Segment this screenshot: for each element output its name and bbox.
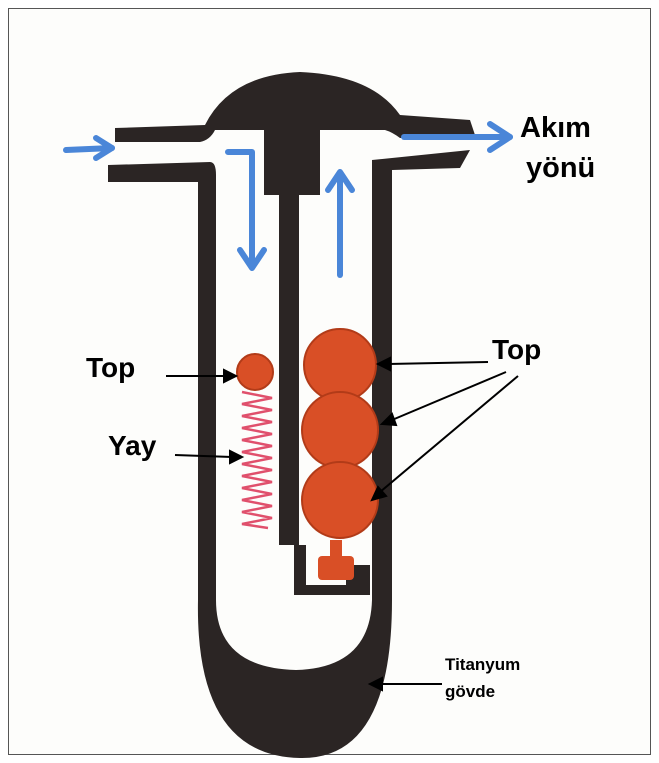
ball-small [237,354,273,390]
flow-direction-label-line1: Akım [520,112,591,145]
body-label-line1: Titanyum [445,653,520,677]
central-stem [279,190,299,545]
flow-direction-label-line2: yönü [526,152,595,185]
valve-seat-bottom [294,585,370,595]
ball-upper [304,329,376,401]
ball-middle [302,392,378,468]
spring-label: Yay [108,430,156,462]
plug-base [318,556,354,580]
body-label-line2: gövde [445,680,495,704]
ball-lower [302,462,378,538]
ball-label-left: Top [86,352,135,384]
ball-label-right: Top [492,334,541,366]
plug-stem [330,540,342,558]
central-stem-head [264,105,320,195]
